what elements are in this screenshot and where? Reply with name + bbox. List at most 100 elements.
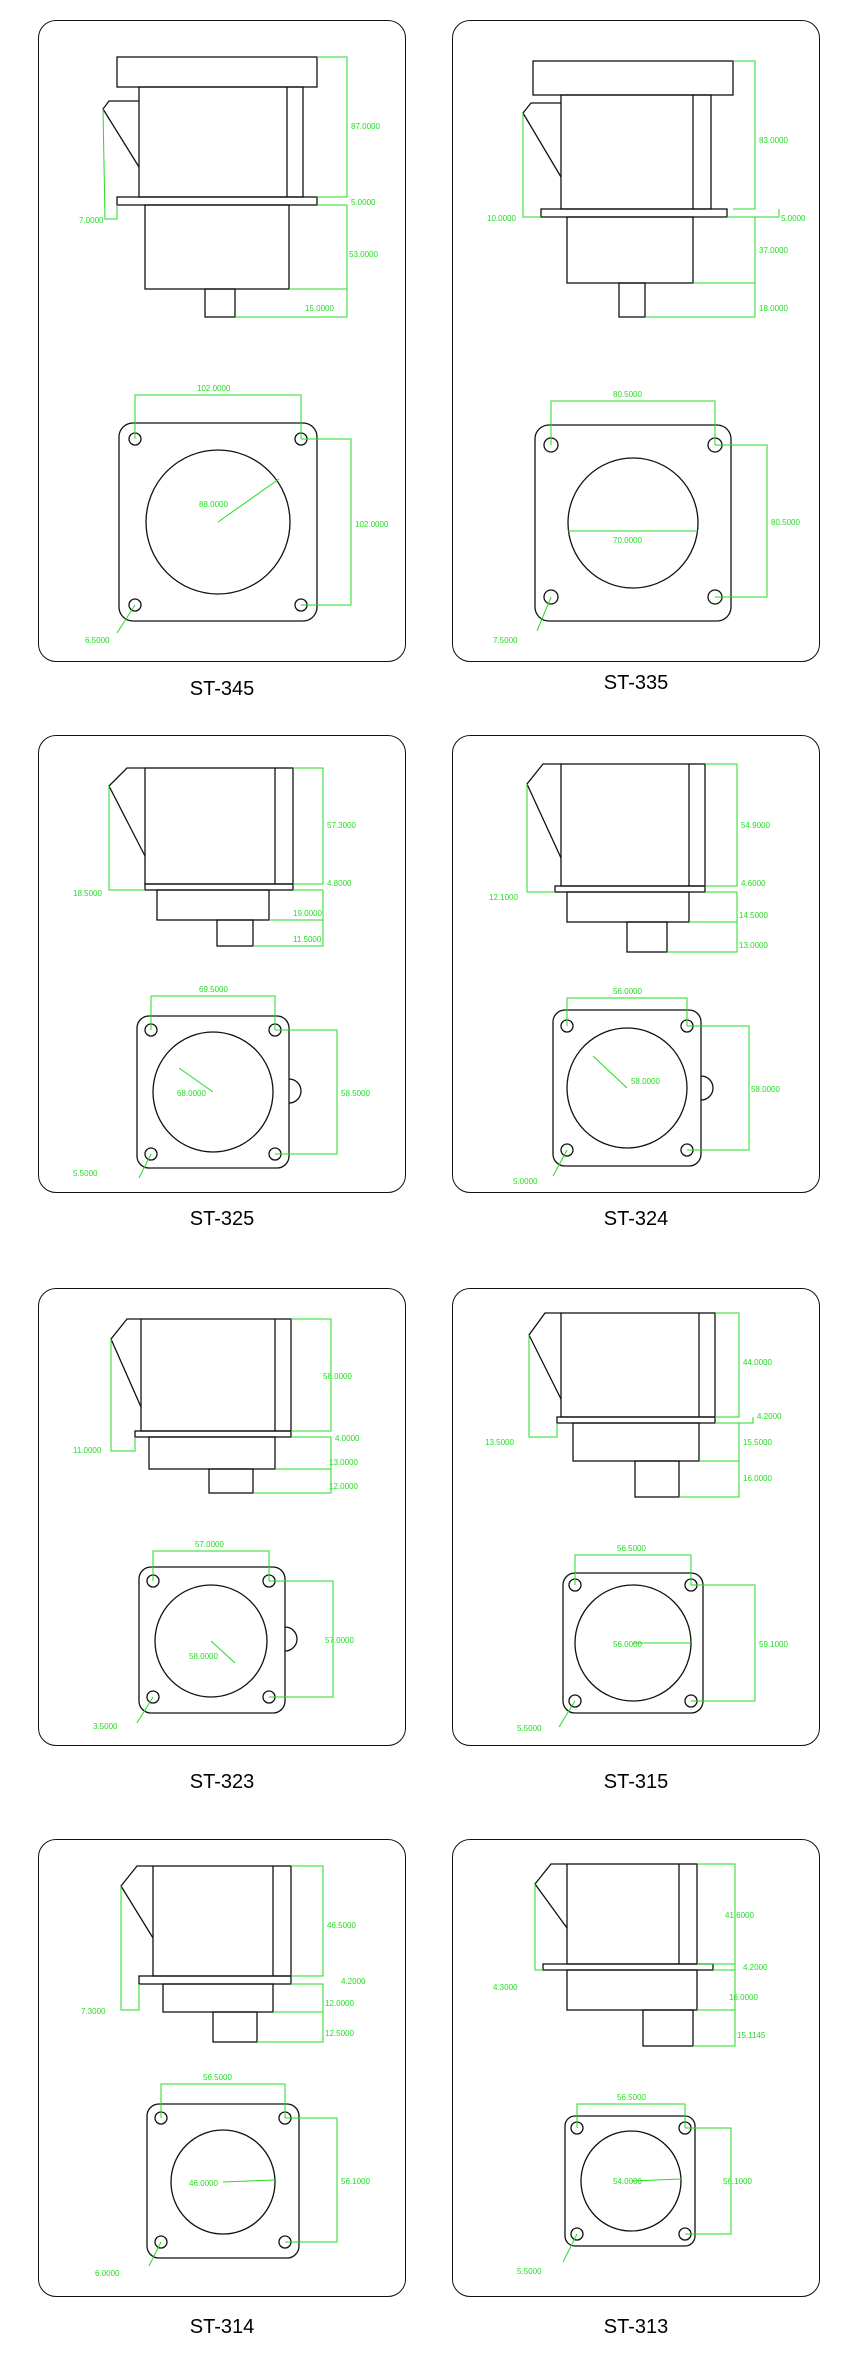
dim-hole-x-label: 56.0000 bbox=[613, 987, 642, 996]
panel-st-313[interactable]: 41.6000 4.2000 16.0000 15.1145 4.3000 56… bbox=[452, 1839, 820, 2297]
motor-body bbox=[144, 767, 294, 885]
dim-line-hole-dia bbox=[552, 1149, 568, 1177]
dim-line-gear bbox=[689, 892, 738, 923]
panel-st-314[interactable]: 46.5000 4.2000 12.0000 12.5000 7.3000 56… bbox=[38, 1839, 406, 2297]
dim-line-bore bbox=[592, 1055, 628, 1089]
front-plate bbox=[118, 422, 318, 622]
center-bore bbox=[567, 457, 699, 589]
output-shaft bbox=[642, 2009, 694, 2047]
dim-line-flange bbox=[715, 1417, 754, 1424]
panel-st-323[interactable]: 58.0000 4.0000 13.0000 12.0000 11.0000 5… bbox=[38, 1288, 406, 1746]
side-notch bbox=[288, 1078, 302, 1104]
dim-line-gear bbox=[273, 1984, 324, 2013]
cable-gland bbox=[534, 1863, 568, 1929]
gearbox bbox=[144, 204, 290, 290]
dim-hole-dia-label: 5.5000 bbox=[517, 2267, 542, 2276]
dim-bore-label: 58.0000 bbox=[631, 1077, 660, 1086]
dim-bore-label: 46.0000 bbox=[189, 2179, 218, 2188]
mount-flange bbox=[138, 1975, 292, 1985]
motor-top-cap bbox=[116, 56, 318, 88]
dim-flange-label: 4.6000 bbox=[741, 879, 766, 888]
dim-line-shaft bbox=[235, 289, 348, 318]
dim-hole-y-label: 56.1000 bbox=[341, 2177, 370, 2186]
dim-line-shaft bbox=[253, 920, 324, 947]
dim-line-shaft bbox=[679, 1461, 740, 1498]
dim-line-height bbox=[715, 1312, 740, 1418]
dim-line-hole-x bbox=[134, 394, 302, 439]
motor-body bbox=[140, 1318, 292, 1432]
dim-shaft-label: 15.1145 bbox=[737, 2031, 766, 2040]
panel-st-324[interactable]: 54.9000 4.6000 14.5000 13.0000 12.1000 5… bbox=[452, 735, 820, 1193]
output-shaft bbox=[626, 921, 668, 953]
dim-side-offset-label: 18.5000 bbox=[73, 889, 102, 898]
dim-hole-dia-label: 5.5000 bbox=[73, 1169, 98, 1178]
dim-line-hole-dia bbox=[558, 1700, 576, 1728]
dim-hole-y-label: 56.1000 bbox=[723, 2177, 752, 2186]
cable-gland bbox=[522, 102, 562, 178]
dim-gear-label: 14.5000 bbox=[739, 911, 768, 920]
center-bore bbox=[152, 1031, 274, 1153]
dim-bore-label: 68.0000 bbox=[177, 1089, 206, 1098]
dim-flange-label: 4.2000 bbox=[757, 1412, 782, 1421]
output-shaft bbox=[204, 288, 236, 318]
panel-st-345[interactable]: 87.0000 5.0000 53.0000 15.0000 7.0000 10… bbox=[38, 20, 406, 662]
dim-height-label: 87.0000 bbox=[351, 122, 380, 131]
dim-flange-label: 5.0000 bbox=[351, 198, 376, 207]
dim-side-offset-label: 10.0000 bbox=[487, 214, 516, 223]
drawing-st-345: 87.0000 5.0000 53.0000 15.0000 7.0000 10… bbox=[79, 56, 389, 645]
front-plate bbox=[146, 2103, 300, 2259]
mount-flange bbox=[144, 883, 294, 891]
output-shaft bbox=[634, 1460, 680, 1498]
center-bore bbox=[580, 2130, 682, 2232]
mount-flange bbox=[554, 885, 706, 893]
center-bore bbox=[154, 1584, 268, 1698]
dim-line-height bbox=[705, 763, 738, 887]
output-shaft bbox=[618, 282, 646, 318]
dim-line-gear bbox=[275, 1437, 332, 1470]
mount-flange bbox=[134, 1430, 292, 1438]
dim-shaft-label: 18.0000 bbox=[759, 304, 788, 313]
mount-hole bbox=[128, 598, 142, 612]
dim-bore-label: 58.0000 bbox=[189, 1652, 218, 1661]
dim-gear-label: 16.0000 bbox=[729, 1993, 758, 2002]
dim-height-label: 54.9000 bbox=[741, 821, 770, 830]
dim-line-bore bbox=[178, 1067, 214, 1093]
panel-st-325[interactable]: 57.3000 4.8000 19.0000 11.5000 18.5000 6… bbox=[38, 735, 406, 1193]
front-plate bbox=[534, 424, 732, 622]
front-plate bbox=[562, 1572, 704, 1714]
dim-height-label: 44.0000 bbox=[743, 1358, 772, 1367]
dim-line-hole-dia bbox=[536, 596, 552, 632]
dim-gear-label: 15.5000 bbox=[743, 1438, 772, 1447]
motor-body bbox=[138, 86, 304, 198]
dim-height-label: 46.5000 bbox=[327, 1921, 356, 1930]
dim-line-shaft bbox=[693, 2010, 736, 2047]
dim-hole-dia-label: 5.0000 bbox=[513, 1177, 538, 1186]
dim-bore-label: 70.0000 bbox=[613, 536, 642, 545]
panel-st-315[interactable]: 44.0000 4.2000 15.5000 16.0000 13.5000 5… bbox=[452, 1288, 820, 1746]
dim-line-hole-x bbox=[160, 2083, 286, 2118]
dim-gear-label: 53.0000 bbox=[349, 250, 378, 259]
center-bore bbox=[170, 2129, 276, 2235]
panel-st-335[interactable]: 83.0000 5.0000 37.0000 18.0000 10.0000 8… bbox=[452, 20, 820, 662]
dim-gear-label: 13.0000 bbox=[329, 1458, 358, 1467]
part-label-st-345: ST-345 bbox=[189, 678, 255, 700]
dim-line-height bbox=[293, 767, 324, 885]
center-bore bbox=[566, 1027, 688, 1149]
front-plate bbox=[136, 1015, 290, 1169]
dim-line-hole-y bbox=[715, 444, 768, 598]
dim-height-label: 83.0000 bbox=[759, 136, 788, 145]
dim-height-label: 41.6000 bbox=[725, 1911, 754, 1920]
mount-flange bbox=[116, 196, 318, 206]
dim-shaft-label: 12.5000 bbox=[325, 2029, 354, 2038]
dim-line-gear bbox=[699, 1423, 740, 1462]
drawing-st-314: 46.5000 4.2000 12.0000 12.5000 7.3000 56… bbox=[81, 1865, 370, 2278]
gearbox bbox=[566, 216, 694, 284]
dim-line-hole-dia bbox=[136, 1696, 154, 1724]
dim-line-flange bbox=[727, 209, 780, 218]
dim-hole-x-label: 56.5000 bbox=[617, 2093, 646, 2102]
part-label-st-314: ST-314 bbox=[189, 2316, 255, 2338]
gearbox bbox=[162, 1983, 274, 2013]
gearbox bbox=[566, 891, 690, 923]
dim-line-hole-dia bbox=[562, 2233, 578, 2263]
dim-height-label: 57.3000 bbox=[327, 821, 356, 830]
